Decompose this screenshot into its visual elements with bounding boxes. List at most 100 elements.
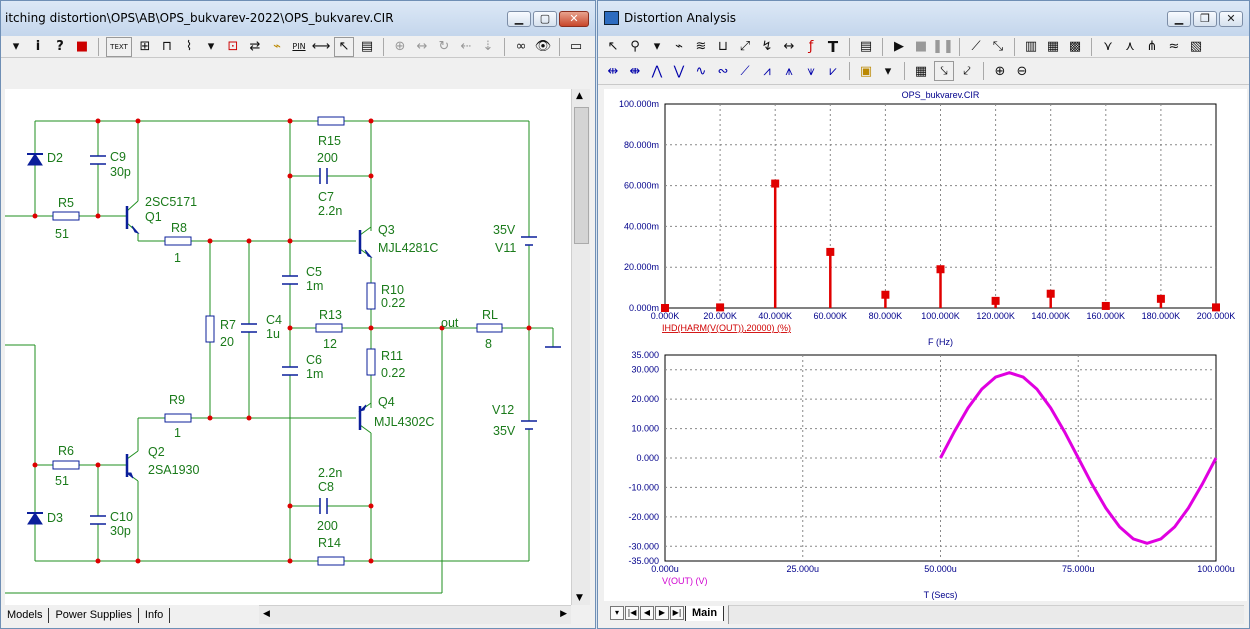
power-icon[interactable]: ⌁ (273, 39, 281, 54)
node-numbers-icon[interactable]: ⊡ (227, 39, 239, 54)
nav-prev-icon[interactable]: ◀ (640, 606, 654, 620)
peak-find-icon[interactable]: ⋀ (651, 63, 663, 79)
dropdown-arrow-icon[interactable]: ▾ (653, 39, 661, 54)
notes-icon[interactable]: ▭ (569, 39, 583, 54)
peak-icon[interactable]: ⋎ (1103, 39, 1113, 54)
dot-grid-icon[interactable]: ▩ (1068, 39, 1082, 54)
pin-names-button[interactable]: PIN (292, 42, 306, 51)
flip-y-icon[interactable]: ⇣ (482, 39, 494, 54)
graph-icon[interactable]: ⌁ (675, 39, 683, 54)
run-icon[interactable]: ▶ (894, 39, 904, 54)
pin-icon[interactable]: ⊓ (161, 39, 173, 54)
label-icon[interactable]: ⊔ (717, 39, 729, 54)
horizontal-tag-icon[interactable]: ↔ (783, 39, 795, 54)
pause-icon[interactable]: ❚❚ (932, 39, 954, 54)
line-points-icon[interactable]: ⤡ (992, 39, 1004, 54)
help-icon[interactable]: ? (56, 39, 64, 54)
plot1-ytick-label: 0.000m (629, 303, 659, 313)
label-C6: C6 (306, 353, 322, 367)
grid-icon[interactable]: ▥ (1024, 39, 1038, 54)
tag-mode-icon[interactable]: ▣ (859, 63, 873, 79)
tab-main[interactable]: Main (685, 605, 725, 621)
performance-tag-icon[interactable]: ƒ (808, 39, 814, 54)
cursor-mode-icon[interactable]: ⤥ (934, 61, 954, 81)
cursor-left-icon[interactable]: ⇹ (607, 63, 619, 79)
table-icon[interactable]: ▦ (914, 63, 928, 79)
scroll-down-icon[interactable]: ▼ (576, 593, 583, 603)
valley-find-icon[interactable]: ⋁ (673, 63, 685, 79)
schematic-canvas[interactable]: D2 C9 30p R5 51 2SC5171 Q1 R8 1 R15 200 … (5, 89, 571, 605)
high-icon[interactable]: ⋔ (1146, 39, 1158, 54)
global-low-icon[interactable]: ⩛ (807, 63, 815, 79)
flip-x-icon[interactable]: ⇠ (460, 39, 472, 54)
info-icon[interactable]: i (35, 39, 41, 54)
maximize-button[interactable]: ▢ (533, 11, 557, 27)
scroll-left-icon[interactable]: ◀ (263, 609, 270, 619)
animate-icon[interactable]: ▧ (1189, 39, 1203, 54)
component-icon[interactable]: ■ (75, 39, 89, 54)
nav-first-icon[interactable]: |◀ (625, 606, 639, 620)
tab-info[interactable]: Info (138, 608, 171, 623)
scroll-thumb[interactable] (574, 107, 589, 244)
zoom-out-icon[interactable]: ⊖ (1016, 63, 1028, 79)
dropdown-arrow-icon[interactable]: ▾ (884, 63, 892, 79)
select-mode-icon[interactable]: ↖ (607, 39, 619, 54)
text-icon[interactable]: T (827, 37, 839, 56)
harmonic-marker (1212, 303, 1220, 312)
find-icon[interactable]: ∞ (515, 39, 527, 54)
restore-button[interactable]: ❐ (1193, 11, 1217, 27)
stop-icon[interactable]: ■ (914, 39, 928, 54)
local-high-icon[interactable]: ⩗ (829, 63, 837, 79)
low-icon[interactable]: ≈ (1168, 39, 1180, 54)
dropdown-arrow-icon[interactable]: ▾ (12, 39, 20, 54)
dimension-icon[interactable]: ⤢ (739, 39, 751, 54)
text-tool-button[interactable]: TEXT (106, 36, 132, 57)
cursor-right-icon[interactable]: ⇼ (629, 63, 641, 79)
binoculars-icon[interactable]: 👁 (534, 39, 552, 54)
label-out-node: out (441, 316, 459, 330)
tab-power-supplies[interactable]: Power Supplies (49, 608, 139, 623)
tokens-icon[interactable]: ≋ (695, 39, 707, 54)
point-tag-icon[interactable]: ↯ (761, 39, 773, 54)
wire-line-icon[interactable]: ⟷ (311, 39, 331, 54)
scroll-right-icon[interactable]: ▶ (560, 609, 567, 619)
properties-icon[interactable]: ▤ (859, 39, 873, 54)
current-icon[interactable]: ⇄ (249, 39, 261, 54)
nav-next-icon[interactable]: ▶ (655, 606, 669, 620)
scroll-up-icon[interactable]: ▲ (576, 91, 583, 101)
rotate-icon[interactable]: ↻ (438, 39, 450, 54)
nav-last-icon[interactable]: ▶| (670, 606, 684, 620)
analysis-horizontal-scrollbar[interactable] (728, 605, 1244, 624)
select-mode-icon[interactable]: ↖ (334, 36, 354, 57)
schematic-titlebar[interactable]: itching distortion\OPS\AB\OPS_bukvarev-2… (1, 1, 595, 36)
align-icon[interactable]: ⊕ (394, 39, 406, 54)
zoom-in-icon[interactable]: ⊕ (994, 63, 1006, 79)
dropdown-arrow-icon[interactable]: ▾ (207, 39, 215, 54)
close-button[interactable]: ✕ (559, 11, 589, 27)
close-button[interactable]: ✕ (1219, 11, 1243, 27)
nav-dropdown-icon[interactable]: ▾ (610, 606, 624, 620)
schematic-vertical-scrollbar[interactable]: ▲ ▼ (571, 89, 590, 605)
analysis-toolbar-2: ⇹ ⇼ ⋀ ⋁ ∿ ∾ ⟋ ⩘ ⩚ ⩛ ⩗ ▣ ▾ ▦ ⤥ ⤦ ⊕ ⊖ (598, 58, 1249, 85)
wire-icon[interactable]: ⌇ (185, 39, 193, 54)
inflection-icon[interactable]: ⩘ (763, 63, 771, 79)
minor-grid-icon[interactable]: ▦ (1046, 39, 1060, 54)
low-find-icon[interactable]: ∾ (717, 63, 729, 79)
analysis-titlebar[interactable]: Distortion Analysis ▁ ❐ ✕ (598, 1, 1249, 36)
scale-icon[interactable]: ⚲ (630, 39, 640, 54)
cursor-mode-2-icon[interactable]: ⤦ (963, 63, 971, 79)
high-find-icon[interactable]: ∿ (695, 63, 707, 79)
stretch-icon[interactable]: ↔ (416, 39, 428, 54)
slope-icon[interactable]: ⟋ (740, 63, 750, 79)
line-icon[interactable]: ⟋ (971, 39, 981, 54)
schematic-horizontal-scrollbar[interactable]: ◀ ▶ (259, 605, 571, 624)
global-high-icon[interactable]: ⩚ (785, 63, 793, 79)
label-RL-value: 8 (485, 337, 492, 351)
tab-models[interactable]: Models (1, 608, 50, 623)
valley-icon[interactable]: ⋏ (1125, 39, 1135, 54)
properties-icon[interactable]: ▤ (360, 39, 374, 54)
minimize-button[interactable]: ▁ (507, 11, 531, 27)
minimize-button[interactable]: ▁ (1167, 11, 1191, 27)
grid-snap-icon[interactable]: ⊞ (139, 39, 151, 54)
